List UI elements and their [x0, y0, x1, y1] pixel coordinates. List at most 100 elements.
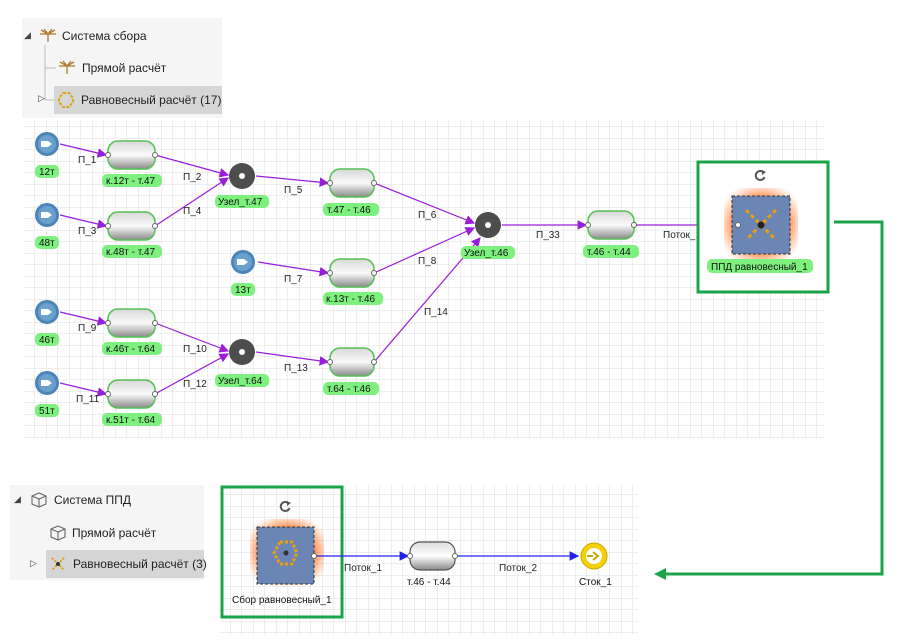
tree-item-direct-calc[interactable]: Прямой расчёт — [56, 60, 196, 78]
flow-line[interactable] — [154, 154, 230, 178]
tree-root-label: Система ППД — [54, 493, 132, 507]
source-label: 13т — [235, 285, 251, 296]
pipe-node[interactable] — [105, 140, 158, 170]
flow-label: Поток_16 — [663, 230, 707, 241]
flow-line[interactable] — [255, 175, 330, 187]
subsystem-label: ППД равновесный_1 — [711, 262, 808, 273]
flow-line[interactable] — [373, 227, 476, 274]
junction-node[interactable] — [229, 339, 255, 365]
gathering-subsystem-node[interactable] — [250, 519, 324, 585]
pipe-node[interactable] — [407, 541, 458, 571]
tree-item-root[interactable]: ◢ Система сбора — [22, 28, 222, 46]
tree-root-label: Система сбора — [62, 29, 147, 43]
equilibrium-calc-icon — [58, 92, 74, 108]
tree-item-equilibrium-calc[interactable]: Равновесный расчёт (3) — [46, 550, 207, 578]
flow-label: П_33 — [536, 230, 560, 241]
highlight-box — [220, 485, 344, 619]
source-label: 46т — [39, 335, 55, 346]
cube-icon — [50, 525, 66, 541]
flow-line[interactable] — [257, 261, 330, 277]
pipe-label: к.51т - т.64 — [106, 415, 156, 426]
tree-item-root[interactable]: ◢ Система ППД — [12, 492, 202, 510]
expand-arrow-icon[interactable]: ▷ — [38, 93, 45, 103]
junction-node[interactable] — [229, 163, 255, 189]
flow-label: П_12 — [183, 379, 207, 390]
source-node[interactable] — [35, 203, 59, 227]
refresh-icon[interactable] — [754, 170, 766, 181]
equilibrium-ppd-icon — [51, 557, 65, 571]
pipe-label: к.46т - т.64 — [106, 344, 156, 355]
pipe-label: т.47 - т.46 — [327, 205, 371, 216]
node-label: Узел_т.47 — [218, 197, 263, 208]
flow-label: П_8 — [418, 256, 437, 267]
pipe-label: т.46 - т.44 — [587, 247, 631, 258]
pipe-label: к.12т - т.47 — [106, 176, 156, 187]
flow-label: П_5 — [284, 185, 303, 196]
refresh-icon[interactable] — [279, 501, 291, 512]
grid-background — [24, 120, 824, 438]
tree-item-label: Равновесный расчёт (17) — [81, 93, 222, 107]
sink-node[interactable] — [580, 542, 608, 570]
flow-line[interactable] — [59, 382, 108, 397]
flow-line[interactable] — [255, 351, 330, 366]
tree-item-direct-calc[interactable]: Прямой расчёт — [48, 525, 188, 543]
gathering-system-icon — [40, 28, 56, 42]
source-node[interactable] — [35, 132, 59, 156]
connector-arrow — [664, 220, 884, 576]
flow-label: П_2 — [183, 172, 202, 183]
flow-label: П_6 — [418, 210, 437, 221]
flow-label: П_4 — [183, 206, 202, 217]
tree-item-label: Прямой расчёт — [72, 526, 157, 540]
flow-line[interactable] — [373, 182, 476, 225]
sink-label: Сток_1 — [579, 577, 612, 588]
flow-label: П_13 — [284, 363, 308, 374]
tree-item-equilibrium-calc[interactable]: Равновесный расчёт (17) — [54, 86, 222, 114]
flow-label: П_10 — [183, 344, 207, 355]
flow-label: Поток_2 — [499, 563, 537, 574]
tree-item-label: Прямой расчёт — [82, 61, 167, 75]
pipe-node[interactable] — [585, 210, 637, 240]
source-label: 12т — [39, 167, 55, 178]
gathering-system-icon — [59, 60, 75, 74]
pipe-label: т.64 - т.46 — [327, 384, 371, 395]
ppd-subsystem-node[interactable] — [724, 188, 798, 262]
source-node[interactable] — [35, 300, 59, 324]
pipe-node[interactable] — [105, 308, 158, 338]
flow-line[interactable] — [59, 214, 108, 229]
flow-line[interactable] — [373, 237, 481, 363]
tree-item-label: Равновесный расчёт (3) — [73, 557, 207, 571]
flow-label: П_7 — [284, 274, 303, 285]
source-node[interactable] — [231, 250, 255, 274]
flow-line[interactable] — [59, 311, 108, 326]
flow-label: Поток_1 — [344, 563, 382, 574]
flow-line[interactable] — [154, 353, 230, 395]
pipe-node[interactable] — [327, 168, 377, 198]
expand-arrow-icon[interactable]: ▷ — [30, 558, 37, 568]
collapse-arrow-icon[interactable]: ◢ — [24, 30, 31, 40]
flow-label: П_3 — [78, 226, 97, 237]
flow-line[interactable] — [154, 322, 230, 353]
node-label: Узел_т.64 — [218, 376, 263, 387]
flow-label: П_1 — [78, 155, 97, 166]
pipe-label: к.48т - т.47 — [106, 247, 156, 258]
flow-line[interactable] — [154, 177, 230, 227]
node-label: Узел_т.46 — [464, 248, 509, 259]
cube-icon — [31, 492, 47, 508]
subsystem-label: Сбор равновесный_1 — [232, 594, 332, 606]
flow-line[interactable] — [59, 143, 108, 158]
pipe-node[interactable] — [105, 379, 158, 409]
flow-label: П_9 — [78, 323, 97, 334]
source-label: 48т — [39, 238, 55, 249]
source-node[interactable] — [35, 371, 59, 395]
pipe-node[interactable] — [327, 258, 377, 288]
pipe-node[interactable] — [327, 347, 377, 377]
flow-label: П_11 — [76, 394, 100, 405]
collapse-arrow-icon[interactable]: ◢ — [14, 494, 21, 504]
flow-label: П_14 — [424, 307, 448, 318]
junction-node[interactable] — [475, 212, 501, 238]
pipe-label: к.13т - т.46 — [326, 294, 376, 305]
source-label: 51т — [39, 406, 55, 417]
pipe-node[interactable] — [105, 211, 158, 241]
pipe-label: т.46 - т.44 — [407, 577, 451, 588]
